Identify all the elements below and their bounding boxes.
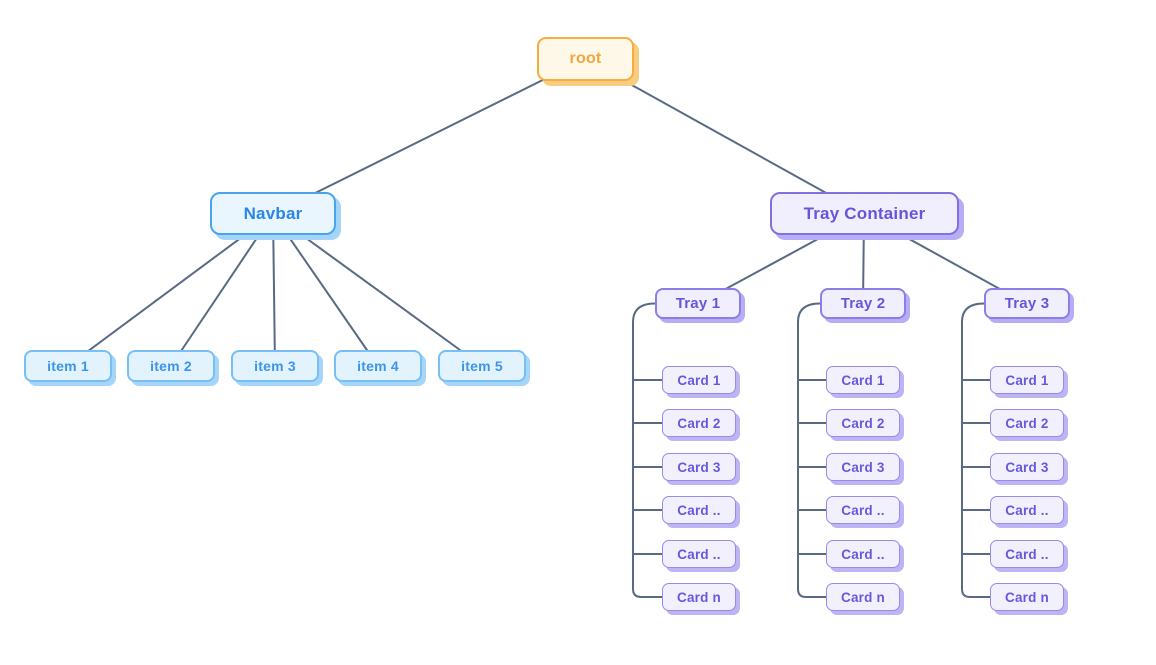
- node-tray2-card-n[interactable]: Card n: [826, 583, 900, 611]
- node-tray1-card-1[interactable]: Card 1: [662, 366, 736, 394]
- node-tray3-card-n[interactable]: Card n: [990, 583, 1064, 611]
- edge-root-navbar: [272, 58, 586, 215]
- node-item-2[interactable]: item 2: [127, 350, 215, 382]
- node-root[interactable]: root: [537, 37, 634, 81]
- edge-navbar-item5: [272, 213, 483, 367]
- node-tray3-card-4[interactable]: Card ..: [990, 496, 1064, 524]
- node-item-3[interactable]: item 3: [231, 350, 319, 382]
- edge-navbar-item3: [272, 213, 276, 367]
- edge-root-tray-container: [584, 58, 865, 215]
- node-tray1-card-n[interactable]: Card n: [662, 583, 736, 611]
- node-tray3-card-5[interactable]: Card ..: [990, 540, 1064, 568]
- bracket-tray3: [961, 302, 996, 598]
- edge-navbar-item4: [272, 213, 379, 367]
- node-item-1[interactable]: item 1: [24, 350, 112, 382]
- node-tray-2[interactable]: Tray 2: [820, 288, 906, 319]
- node-tray2-card-5[interactable]: Card ..: [826, 540, 900, 568]
- node-tray2-card-1[interactable]: Card 1: [826, 366, 900, 394]
- node-tray2-card-2[interactable]: Card 2: [826, 409, 900, 437]
- edge-navbar-item2: [170, 213, 274, 367]
- node-item-4[interactable]: item 4: [334, 350, 422, 382]
- node-tray1-card-3[interactable]: Card 3: [662, 453, 736, 481]
- node-tray-3[interactable]: Tray 3: [984, 288, 1070, 319]
- bracket-tray2: [797, 302, 832, 598]
- node-tray-container[interactable]: Tray Container: [770, 192, 959, 235]
- bracket-tray1: [632, 302, 668, 598]
- node-item-5[interactable]: item 5: [438, 350, 526, 382]
- node-tray2-card-4[interactable]: Card ..: [826, 496, 900, 524]
- node-tray2-card-3[interactable]: Card 3: [826, 453, 900, 481]
- node-tray3-card-1[interactable]: Card 1: [990, 366, 1064, 394]
- node-tray3-card-2[interactable]: Card 2: [990, 409, 1064, 437]
- node-tray3-card-3[interactable]: Card 3: [990, 453, 1064, 481]
- node-navbar[interactable]: Navbar: [210, 192, 336, 235]
- node-tray1-card-4[interactable]: Card ..: [662, 496, 736, 524]
- node-tray1-card-5[interactable]: Card ..: [662, 540, 736, 568]
- node-tray-1[interactable]: Tray 1: [655, 288, 741, 319]
- edge-navbar-item1: [67, 213, 274, 367]
- node-tray1-card-2[interactable]: Card 2: [662, 409, 736, 437]
